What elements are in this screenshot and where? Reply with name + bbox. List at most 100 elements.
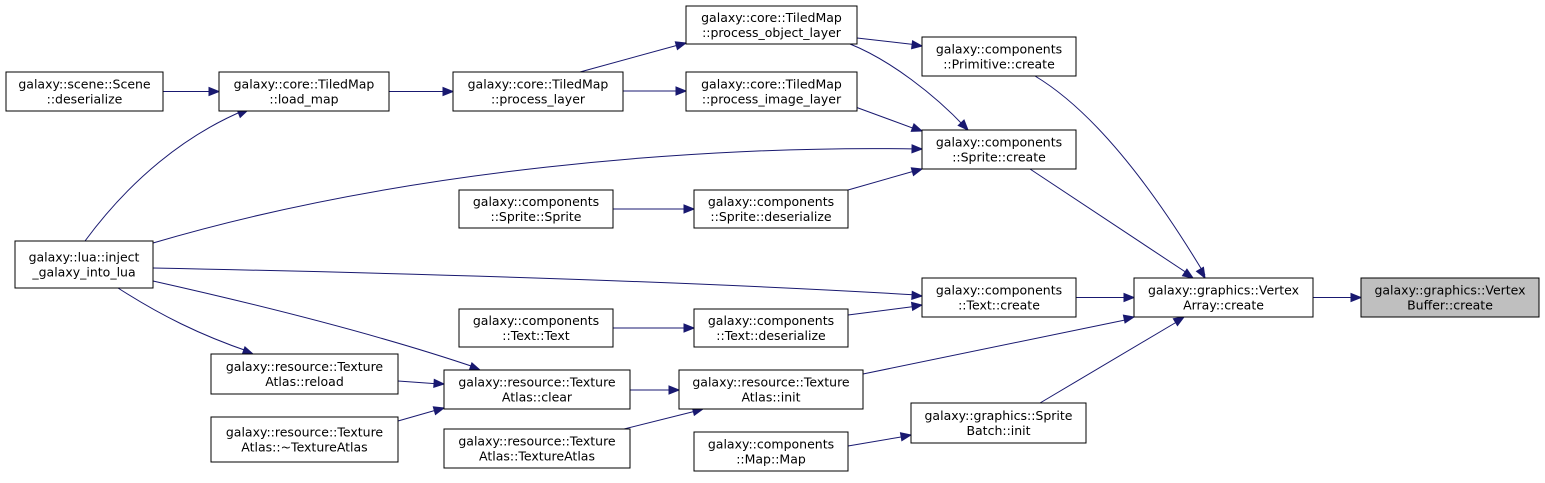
edge-arrowhead bbox=[1123, 292, 1136, 303]
node-label-line: galaxy::core::TiledMap bbox=[701, 10, 842, 25]
node-load-map[interactable]: galaxy::core::TiledMap::load_map bbox=[218, 71, 390, 112]
node-label-line: galaxy::resource::Texture bbox=[692, 375, 850, 390]
node-label-line: galaxy::components bbox=[708, 437, 834, 452]
node-label-line: galaxy::components bbox=[936, 42, 1062, 57]
edge-atlas-init-to-va-create bbox=[862, 314, 1136, 375]
node-proc-object[interactable]: galaxy::core::TiledMap::process_object_l… bbox=[685, 5, 858, 45]
edge-atlas-reload-to-atlas-clear bbox=[397, 378, 446, 389]
node-label-line: Atlas::reload bbox=[265, 374, 344, 389]
node-box bbox=[210, 353, 399, 395]
edge-arrowhead bbox=[911, 290, 924, 301]
node-label-line: ::Text::Text bbox=[502, 328, 570, 343]
node-box bbox=[685, 5, 858, 45]
edge-arrowhead bbox=[668, 385, 681, 395]
node-label-line: galaxy::resource::Texture bbox=[458, 434, 616, 449]
edge-atlas-dtor-to-atlas-clear bbox=[397, 406, 446, 422]
edge-line bbox=[856, 37, 919, 46]
edge-arrowhead bbox=[1122, 314, 1136, 324]
edge-line bbox=[152, 148, 919, 244]
node-sprite-create[interactable]: galaxy::components::Sprite::create bbox=[921, 129, 1077, 170]
edge-line bbox=[849, 43, 966, 128]
edge-lua-inject-to-atlas-reload bbox=[117, 287, 255, 355]
node-atlas-reload[interactable]: galaxy::resource::TextureAtlas::reload bbox=[210, 353, 399, 395]
node-label-line: galaxy::core::TiledMap bbox=[234, 77, 375, 92]
edge-arrowhead bbox=[432, 406, 446, 416]
node-box bbox=[910, 402, 1087, 444]
node-label-line: Atlas::~TextureAtlas bbox=[241, 440, 367, 455]
node-atlas-ctor[interactable]: galaxy::resource::TextureAtlas::TextureA… bbox=[443, 428, 631, 469]
node-label-line: _galaxy_into_lua bbox=[31, 265, 135, 280]
node-sprite-deser[interactable]: galaxy::components::Sprite::deserialize bbox=[693, 189, 849, 229]
node-label-line: galaxy::components bbox=[708, 194, 834, 209]
node-label-line: ::Map::Map bbox=[736, 452, 806, 467]
node-label-line: galaxy::core::TiledMap bbox=[468, 77, 609, 92]
node-proc-layer[interactable]: galaxy::core::TiledMap::process_layer bbox=[452, 71, 624, 112]
node-label-line: ::Text::create bbox=[958, 298, 1040, 313]
node-box bbox=[1133, 277, 1314, 318]
node-label-line: galaxy::components bbox=[936, 135, 1062, 150]
node-label-line: ::Text::deserialize bbox=[716, 328, 826, 343]
nodes-layer: galaxy::graphics::VertexBuffer::createga… bbox=[5, 5, 1540, 472]
node-proc-image[interactable]: galaxy::core::TiledMap::process_image_la… bbox=[685, 71, 858, 112]
node-label-line: Atlas::clear bbox=[502, 390, 573, 405]
edge-arrowhead bbox=[208, 86, 221, 97]
node-label-line: galaxy::scene::Scene bbox=[18, 77, 151, 92]
node-atlas-dtor[interactable]: galaxy::resource::TextureAtlas::~Texture… bbox=[210, 416, 399, 463]
node-box bbox=[921, 129, 1077, 170]
node-box bbox=[210, 416, 399, 463]
node-box bbox=[921, 36, 1077, 77]
edge-line bbox=[1029, 168, 1191, 276]
edge-prim-create-to-va-create bbox=[1034, 75, 1206, 280]
node-label-line: ::process_layer bbox=[491, 92, 586, 107]
edge-lua-inject-to-text-create bbox=[152, 267, 924, 301]
node-box bbox=[5, 71, 164, 112]
node-lua-inject[interactable]: galaxy::lua::inject_galaxy_into_lua bbox=[14, 240, 154, 289]
node-label-line: galaxy::graphics::Vertex bbox=[1374, 283, 1525, 298]
edge-line bbox=[847, 435, 908, 447]
node-scene-deser[interactable]: galaxy::scene::Scene::deserialize bbox=[5, 71, 164, 112]
node-label-line: galaxy::lua::inject bbox=[29, 250, 140, 265]
node-label-line: Atlas::init bbox=[741, 390, 800, 405]
edge-sprite-sprite-to-sprite-deser bbox=[613, 204, 696, 214]
edge-proc-object-to-sprite-create bbox=[849, 43, 969, 131]
node-text-create[interactable]: galaxy::components::Text::create bbox=[921, 277, 1077, 318]
edge-scene-deser-to-load-map bbox=[163, 86, 221, 97]
node-box bbox=[693, 308, 849, 348]
node-label-line: Buffer::create bbox=[1407, 298, 1493, 313]
node-text-deser[interactable]: galaxy::components::Text::deserialize bbox=[693, 308, 849, 348]
edge-sprite-create-to-va-create bbox=[1029, 168, 1195, 279]
node-box bbox=[693, 189, 849, 229]
edge-line bbox=[849, 104, 919, 131]
edge-atlas-clear-to-atlas-init bbox=[630, 385, 681, 395]
edge-proc-layer-to-proc-object bbox=[579, 41, 688, 73]
edge-map-map-to-batch-init bbox=[847, 432, 913, 447]
node-box bbox=[921, 277, 1077, 318]
node-sprite-sprite[interactable]: galaxy::components::Sprite::Sprite bbox=[458, 189, 614, 229]
edge-line bbox=[847, 169, 919, 191]
edge-arrowhead bbox=[957, 119, 969, 131]
node-text-text[interactable]: galaxy::components::Text::Text bbox=[458, 308, 614, 348]
edge-line bbox=[1039, 319, 1181, 404]
node-atlas-init[interactable]: galaxy::resource::TextureAtlas::init bbox=[678, 369, 864, 410]
node-label-line: galaxy::components bbox=[473, 194, 599, 209]
node-map-map[interactable]: galaxy::components::Map::Map bbox=[693, 431, 849, 472]
edge-arrowhead bbox=[910, 167, 924, 177]
node-label-line: Batch::init bbox=[966, 423, 1030, 438]
node-label-line: galaxy::components bbox=[473, 313, 599, 328]
node-atlas-clear[interactable]: galaxy::resource::TextureAtlas::clear bbox=[443, 369, 631, 410]
edge-text-deser-to-text-create bbox=[847, 301, 924, 316]
edge-line bbox=[862, 318, 1131, 375]
edge-arrowhead bbox=[911, 144, 924, 154]
node-label-line: galaxy::graphics::Vertex bbox=[1148, 283, 1299, 298]
edge-arrowhead bbox=[899, 432, 913, 442]
node-prim-create[interactable]: galaxy::components::Primitive::create bbox=[921, 36, 1077, 77]
edge-proc-object-to-prim-create bbox=[856, 37, 924, 50]
edge-line bbox=[152, 267, 919, 296]
node-box bbox=[685, 71, 858, 112]
edge-arrowhead bbox=[1181, 268, 1195, 279]
node-label-line: Atlas::TextureAtlas bbox=[479, 449, 595, 464]
